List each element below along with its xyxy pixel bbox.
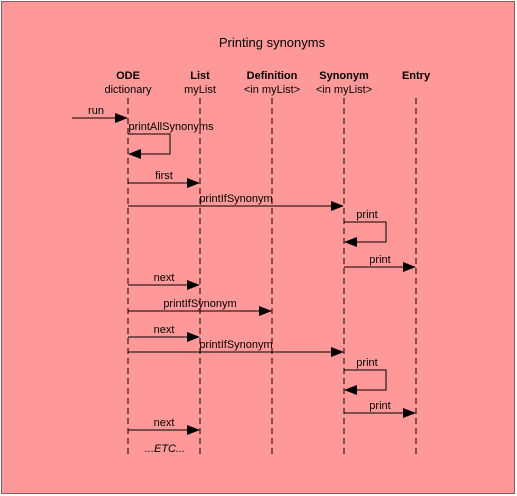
participant-instance-list: myList xyxy=(184,84,216,96)
message-8-next: next xyxy=(128,324,200,342)
message-label: run xyxy=(88,105,104,117)
message-label: print xyxy=(369,254,390,266)
arrow-head-icon xyxy=(187,280,200,290)
message-label: next xyxy=(154,272,175,284)
message-5-print: print xyxy=(344,254,416,272)
message-label: first xyxy=(155,170,173,182)
arrow-head-icon xyxy=(259,306,272,316)
arrow-head-icon xyxy=(403,408,416,418)
messages: run printAllSynonyms first printIfSynonym pr… xyxy=(72,105,416,435)
participant-name-ode: ODE xyxy=(116,70,140,82)
message-self-loop xyxy=(128,133,171,155)
message-12-next: next xyxy=(128,417,200,435)
participant-name-list: List xyxy=(190,70,210,82)
participant-name-entry: Entry xyxy=(402,70,431,82)
message-label: printIfSynonym xyxy=(199,339,272,351)
message-label: printIfSynonym xyxy=(163,298,236,310)
arrow-head-icon xyxy=(115,113,128,123)
arrow-head-icon xyxy=(187,178,200,188)
message-label: print xyxy=(356,357,377,369)
message-self-loop xyxy=(344,369,387,391)
message-11-print: print xyxy=(344,400,416,418)
message-0-run: run xyxy=(72,105,128,123)
message-label: printAllSynonyms xyxy=(129,121,214,133)
continuation-label: ...ETC... xyxy=(145,443,185,455)
arrow-head-icon xyxy=(187,425,200,435)
lifelines xyxy=(127,98,417,458)
participant-instance-definition: <in myList> xyxy=(244,84,300,96)
arrow-head-icon xyxy=(331,347,344,357)
participant-instance-synonym: <in myList> xyxy=(316,84,372,96)
arrow-head-icon xyxy=(403,262,416,272)
message-label: next xyxy=(154,417,175,429)
message-4-print: print xyxy=(344,209,387,247)
arrow-head-icon xyxy=(344,385,357,395)
message-3-printifsynonym: printIfSynonym xyxy=(128,193,344,211)
message-self-loop xyxy=(344,221,387,243)
message-9-printifsynonym: printIfSynonym xyxy=(128,339,344,357)
message-2-first: first xyxy=(128,170,200,188)
message-label: next xyxy=(154,324,175,336)
arrow-head-icon xyxy=(128,149,141,159)
arrow-head-icon xyxy=(331,201,344,211)
message-label: print xyxy=(356,209,377,221)
diagram-title: Printing synonyms xyxy=(219,35,326,50)
message-label: printIfSynonym xyxy=(199,193,272,205)
participant-instance-ode: dictionary xyxy=(104,84,152,96)
arrow-head-icon xyxy=(187,332,200,342)
message-1-printallsynonyms: printAllSynonyms xyxy=(128,121,214,159)
arrow-head-icon xyxy=(344,237,357,247)
participant-name-definition: Definition xyxy=(247,70,298,82)
message-6-next: next xyxy=(128,272,200,290)
message-10-print: print xyxy=(344,357,387,395)
participant-name-synonym: Synonym xyxy=(319,70,369,82)
participant-headers: ODE dictionary List myList Definition <in myL… xyxy=(104,70,430,96)
message-label: print xyxy=(369,400,390,412)
message-7-printifsynonym: printIfSynonym xyxy=(128,298,272,316)
